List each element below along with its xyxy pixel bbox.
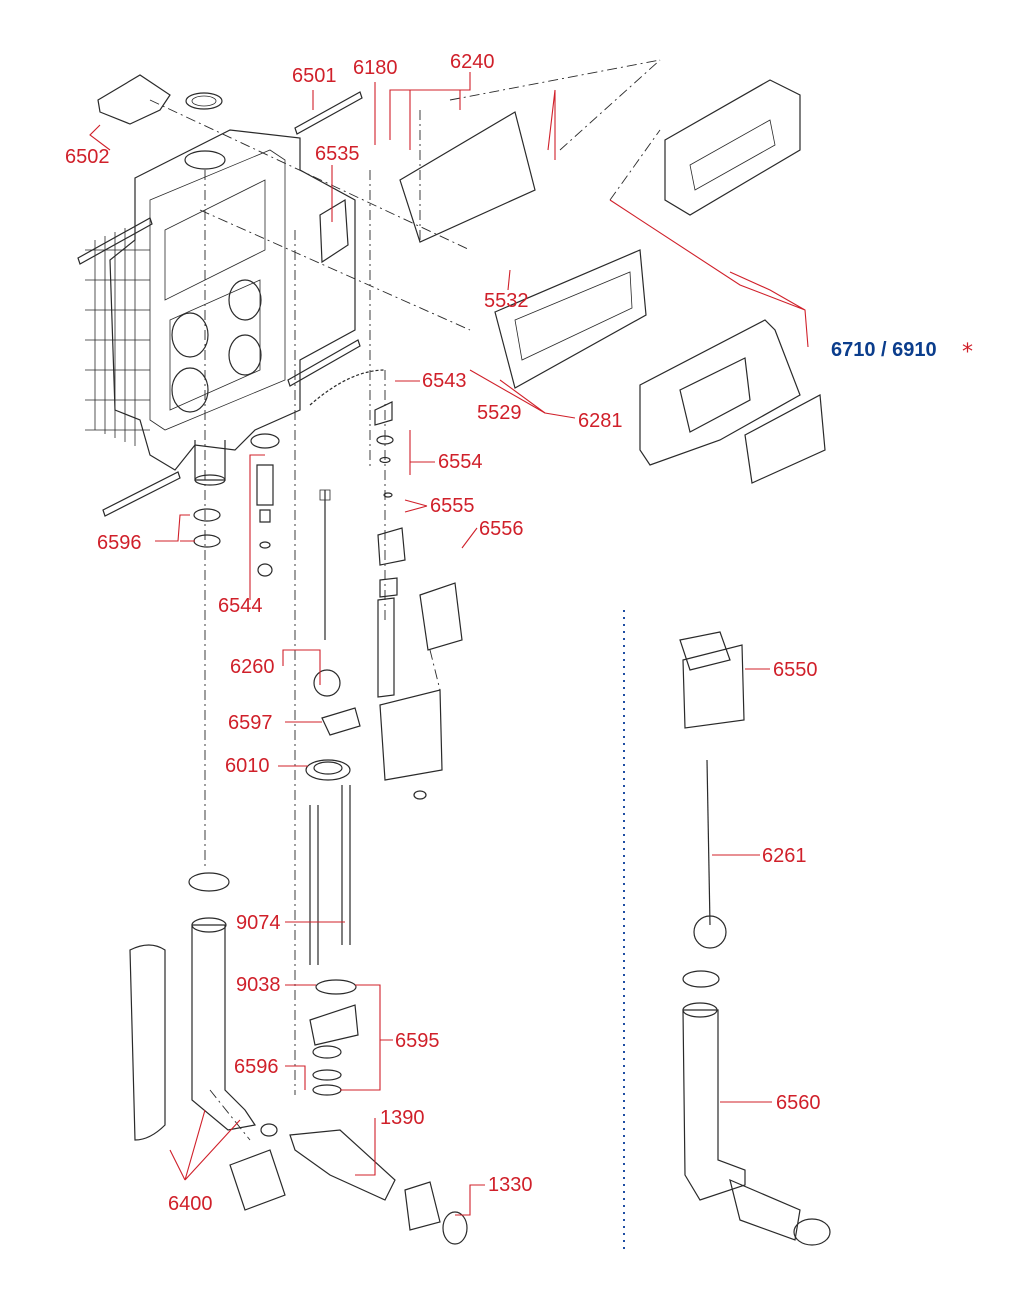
left-small-parts (193, 433, 280, 577)
label-6544: 6544 (218, 595, 263, 617)
cover-plate-5532 (494, 249, 647, 389)
bottom-valve-6595 (309, 979, 359, 1096)
construction-lines (149, 59, 661, 1141)
star-marker: * (962, 340, 973, 365)
drain-pipes-6400 (129, 872, 468, 1245)
part-labels: 6502 6501 6180 6240 6535 5532 6710 / 691… (65, 51, 973, 1215)
label-6502: 6502 (65, 146, 110, 168)
label-6556: 6556 (479, 518, 524, 540)
actuator-plate-6240 (399, 111, 536, 243)
label-6710-6910: 6710 / 6910 (831, 339, 937, 361)
label-6010: 6010 (225, 755, 270, 777)
label-9074: 9074 (236, 912, 281, 934)
label-1330: 1330 (488, 1174, 533, 1196)
frame-assembly (77, 74, 363, 517)
label-6535: 6535 (315, 143, 360, 165)
label-6550: 6550 (773, 659, 818, 681)
label-5532: 5532 (484, 290, 529, 312)
label-1390: 1390 (380, 1107, 425, 1129)
label-6543: 6543 (422, 370, 467, 392)
float-rod-6261 (693, 759, 727, 949)
label-6281: 6281 (578, 410, 623, 432)
label-6560: 6560 (776, 1092, 821, 1114)
label-9038: 9038 (236, 974, 281, 996)
label-6554: 6554 (438, 451, 483, 473)
label-6261: 6261 (762, 845, 807, 867)
pipe-6560 (682, 970, 831, 1246)
label-6596-top: 6596 (97, 532, 142, 554)
label-6501: 6501 (292, 65, 337, 87)
label-6400: 6400 (168, 1193, 213, 1215)
label-6597: 6597 (228, 712, 273, 734)
leader-lines (89, 72, 809, 1216)
label-6595: 6595 (395, 1030, 440, 1052)
valve-6550 (679, 631, 745, 729)
label-6260: 6260 (230, 656, 275, 678)
label-5529: 5529 (477, 402, 522, 424)
label-6240: 6240 (450, 51, 495, 73)
label-6555: 6555 (430, 495, 475, 517)
inspection-frame (664, 79, 801, 216)
fill-valve-parts (309, 369, 463, 800)
float-rod-6260 (313, 489, 341, 697)
label-6596-bottom: 6596 (234, 1056, 279, 1078)
flush-panel-6710 (639, 319, 826, 484)
label-6180: 6180 (353, 57, 398, 79)
flange-6010 (305, 707, 361, 965)
